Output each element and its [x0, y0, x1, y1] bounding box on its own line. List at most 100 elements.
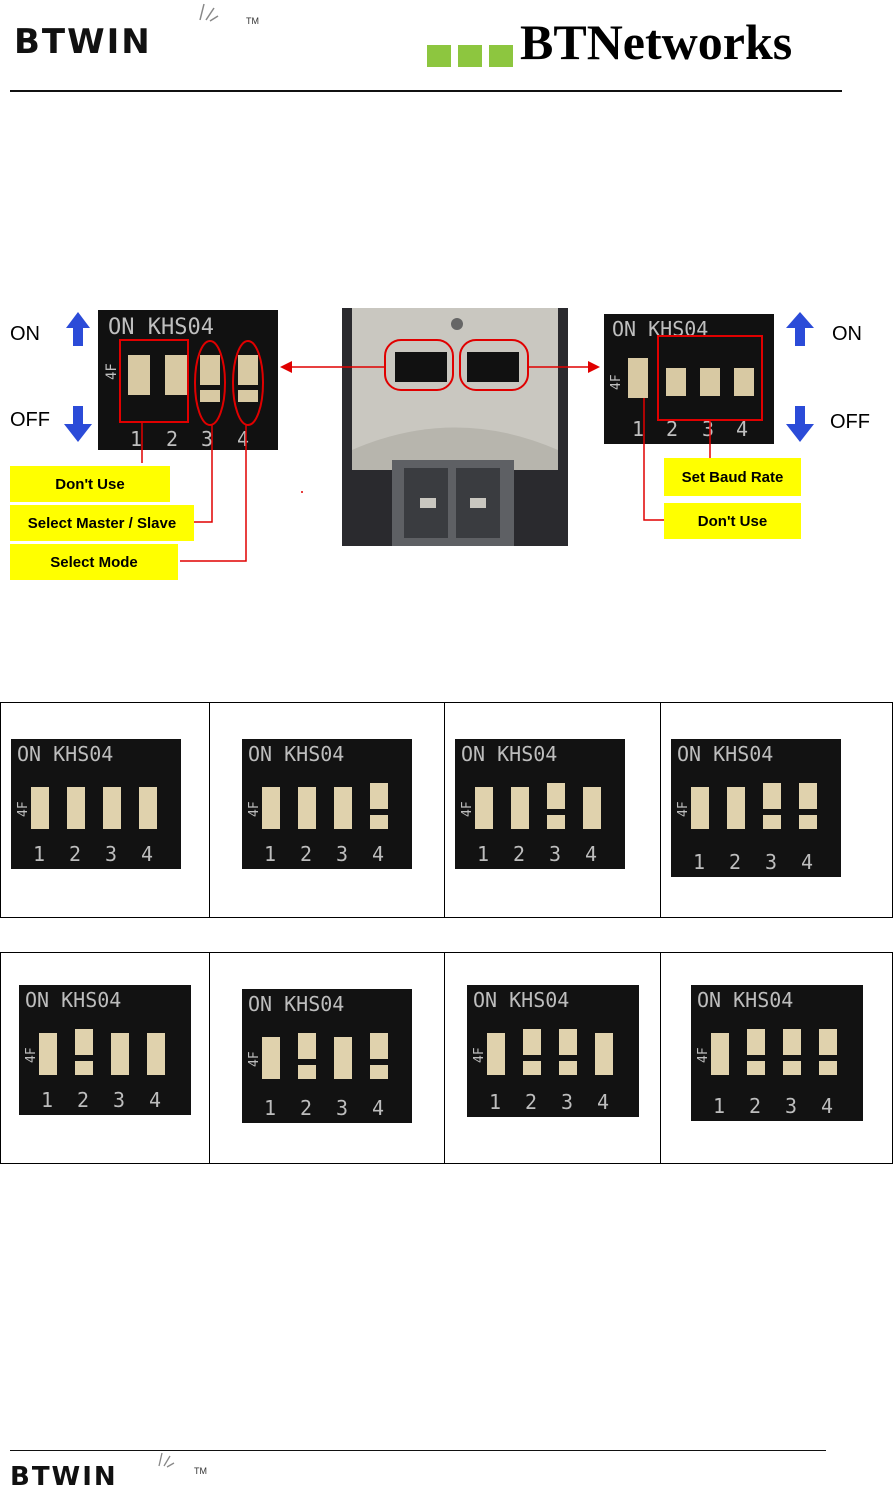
right-switch-n1: 1	[632, 417, 644, 441]
right-switch-n4: 4	[736, 417, 748, 441]
left-on-label: ON	[10, 323, 40, 345]
switch-number: 4	[597, 1090, 609, 1114]
switch-side-label: 4F	[16, 801, 31, 817]
right-switch-model: ON KHS04	[612, 317, 708, 341]
switch-model-label: ON KHS04	[677, 742, 773, 766]
switch-side-label: 4F	[247, 1051, 262, 1067]
switch-side-label: 4F	[247, 801, 262, 817]
switch-number: 4	[821, 1094, 833, 1118]
switch-lever-3-on	[111, 1033, 129, 1075]
label-dont-use-right: Don't Use	[664, 503, 801, 539]
switch-lever-1-on	[711, 1033, 729, 1075]
switch-lever-1-on	[475, 787, 493, 829]
header-rule	[10, 90, 842, 92]
switch-lever-4-off	[799, 783, 817, 829]
switch-lever-3-off	[547, 783, 565, 829]
switch-model-label: ON KHS04	[248, 992, 344, 1016]
trademark-mark: TM	[246, 16, 259, 26]
brand-squares-icon	[427, 45, 515, 67]
right-switch-side: 4F	[609, 374, 624, 390]
switch-side-label: 4F	[460, 801, 475, 817]
switch-number: 4	[801, 850, 813, 874]
switch-model-label: ON KHS04	[17, 742, 113, 766]
footer-rule	[10, 1450, 826, 1451]
switch-number: 1	[33, 842, 45, 866]
switch-lever-2-off	[298, 1033, 316, 1079]
switch-lever-3-on	[103, 787, 121, 829]
switch-number: 4	[585, 842, 597, 866]
switch-lever-2-on	[511, 787, 529, 829]
switch-number: 1	[477, 842, 489, 866]
switch-model-label: ON KHS04	[461, 742, 557, 766]
switch-number: 1	[693, 850, 705, 874]
switch-lever-2-on	[298, 787, 316, 829]
switch-number: 1	[264, 1096, 276, 1120]
switch-number: 3	[549, 842, 561, 866]
switch-number: 1	[489, 1090, 501, 1114]
switch-model-label: ON KHS04	[697, 988, 793, 1012]
switch-number: 3	[561, 1090, 573, 1114]
switch-number: 2	[77, 1088, 89, 1112]
switch-side-label: 4F	[24, 1047, 39, 1063]
arrow-down-icon-right	[786, 406, 814, 442]
left-switch-n1: 1	[130, 427, 142, 451]
footer-logo-spark-icon	[158, 1452, 175, 1468]
switch-lever-4-off	[370, 1033, 388, 1079]
switch-number: 2	[729, 850, 741, 874]
switch-lever-3-off	[763, 783, 781, 829]
right-switch-n3: 3	[702, 417, 714, 441]
switch-lever-1-on	[39, 1033, 57, 1075]
switch-lever-1-on	[487, 1033, 505, 1075]
arrow-down-icon	[64, 406, 92, 442]
switch-number: 2	[300, 1096, 312, 1120]
switch-number: 1	[713, 1094, 725, 1118]
switch-number: 4	[149, 1088, 161, 1112]
switch-lever-4-on	[139, 787, 157, 829]
switch-lever-3-on	[334, 1037, 352, 1079]
switch-number: 3	[336, 842, 348, 866]
switch-lever-4-off	[819, 1029, 837, 1075]
switch-number: 2	[300, 842, 312, 866]
switch-lever-2-on	[727, 787, 745, 829]
left-switch-model: ON KHS04	[108, 315, 214, 340]
label-set-baud-rate: Set Baud Rate	[664, 458, 801, 496]
arrow-up-icon-right	[786, 312, 814, 346]
footer-trademark-mark: TM	[194, 1466, 207, 1476]
switch-lever-1-on	[262, 787, 280, 829]
switch-number: 2	[513, 842, 525, 866]
switch-number: 3	[336, 1096, 348, 1120]
switch-number: 4	[372, 842, 384, 866]
switch-number: 4	[141, 842, 153, 866]
left-switch-n2: 2	[166, 427, 178, 451]
switch-number: 4	[372, 1096, 384, 1120]
left-switch-n4: 4	[237, 427, 249, 451]
switch-lever-3-on	[334, 787, 352, 829]
left-off-label: OFF	[10, 409, 50, 431]
switch-lever-1-on	[262, 1037, 280, 1079]
switch-number: 1	[264, 842, 276, 866]
right-off-label: OFF	[830, 411, 870, 433]
label-select-mode: Select Mode	[10, 544, 178, 580]
right-on-label: ON	[832, 323, 862, 345]
brand-name: BTNetworks	[520, 14, 793, 70]
switch-model-label: ON KHS04	[473, 988, 569, 1012]
switch-lever-2-off	[523, 1029, 541, 1075]
switch-number: 3	[113, 1088, 125, 1112]
